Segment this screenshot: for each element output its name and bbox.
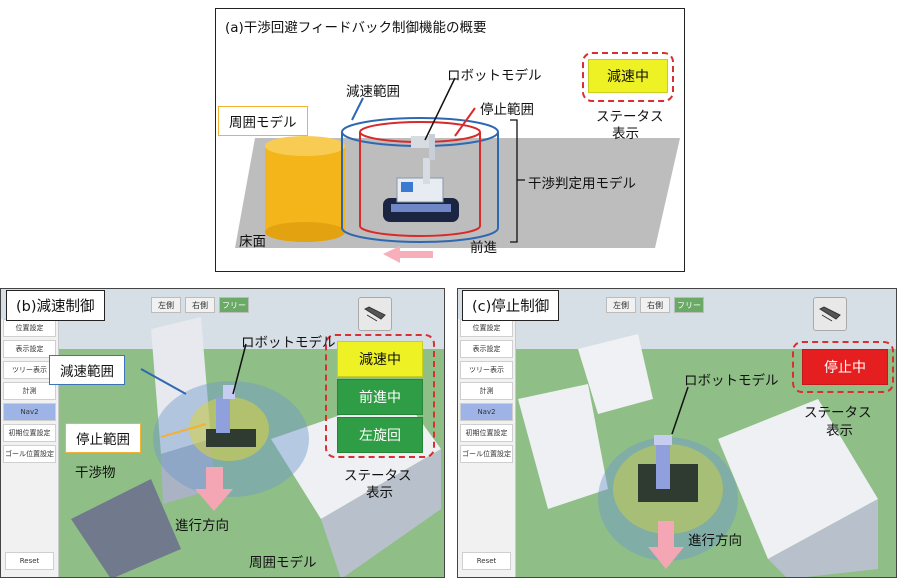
status-decel-b: 減速中	[337, 341, 423, 377]
label-interference-model: 干渉判定用モデル	[528, 176, 636, 192]
sidebar-item-measure[interactable]: 計測	[460, 382, 513, 400]
reset-button-c[interactable]: Reset	[462, 552, 511, 570]
label-surrounding-model-a: 周囲モデル	[218, 106, 308, 136]
camera-button-c[interactable]	[813, 297, 847, 331]
tabbar-b: 左側 右側 フリー	[151, 297, 249, 313]
label-robot-model-c: ロボットモデル	[684, 373, 779, 389]
interference-bracket	[510, 119, 525, 243]
sidebar-item-goal-pose[interactable]: ゴール位置設定	[3, 445, 56, 463]
label-obstacle-b: 干渉物	[75, 465, 116, 481]
stop-pointer	[454, 107, 476, 137]
tab-right-b[interactable]: 右側	[185, 297, 215, 313]
label-decel-range-a: 減速範囲	[346, 84, 400, 100]
robot-pointer	[424, 77, 456, 141]
tab-free-c[interactable]: フリー	[674, 297, 704, 313]
label-surrounding-model-b: 周囲モデル	[249, 555, 317, 571]
status-caption-a1: ステータス	[596, 109, 664, 125]
panel-c-title: (c)停止制御	[462, 290, 560, 321]
forward-arrow	[383, 246, 433, 263]
sidebar-c: 位置設定 表示設定 ツリー表示 計測 Nav2 初期位置設定 ゴール位置設定 R…	[458, 319, 516, 577]
label-direction-c: 進行方向	[688, 533, 742, 549]
surrounding-cylinder	[265, 136, 345, 242]
status-caption-a2: 表示	[612, 126, 639, 142]
panel-b-title: (b)減速制御	[6, 290, 105, 321]
status-dashed-box-b	[325, 334, 435, 458]
tab-free-b[interactable]: フリー	[219, 297, 249, 313]
sidebar-item-initial-pose[interactable]: 初期位置設定	[460, 424, 513, 442]
sidebar-item-position[interactable]: 位置設定	[460, 319, 513, 337]
sidebar-item-initial-pose[interactable]: 初期位置設定	[3, 424, 56, 442]
sidebar-item-nav2[interactable]: Nav2	[3, 403, 56, 421]
camera-icon	[363, 306, 386, 322]
sidebar-item-display[interactable]: 表示設定	[3, 340, 56, 358]
status-stop-c: 停止中	[802, 349, 888, 385]
sidebar-item-position[interactable]: 位置設定	[3, 319, 56, 337]
camera-button-b[interactable]	[358, 297, 392, 331]
status-forward-b: 前進中	[337, 379, 423, 415]
sidebar-item-nav2[interactable]: Nav2	[460, 403, 513, 421]
floor-plane	[235, 138, 680, 248]
status-badge-decel-a: 減速中	[588, 59, 668, 93]
tab-left-c[interactable]: 左側	[606, 297, 636, 313]
camera-icon	[818, 306, 841, 322]
label-decel-range-b: 減速範囲	[49, 355, 125, 385]
label-stop-range-b: 停止範囲	[65, 423, 141, 453]
status-caption-c2: 表示	[826, 423, 853, 439]
status-dashed-box-c	[792, 341, 894, 393]
deceleration-cylinder	[341, 117, 499, 243]
status-caption-b2: 表示	[366, 485, 393, 501]
status-dashed-box-a	[582, 52, 674, 102]
label-floor: 床面	[239, 234, 266, 250]
sidebar-item-measure[interactable]: 計測	[3, 382, 56, 400]
panel-a-title: (a)干渉回避フィードバック制御機能の概要	[225, 20, 487, 36]
sidebar-item-tree[interactable]: ツリー表示	[460, 361, 513, 379]
tabbar-c: 左側 右側 フリー	[606, 297, 704, 313]
label-forward: 前進	[470, 240, 497, 256]
sidebar-item-display[interactable]: 表示設定	[460, 340, 513, 358]
direction-arrow-c	[648, 521, 684, 569]
reset-button-b[interactable]: Reset	[5, 552, 54, 570]
status-caption-c1: ステータス	[804, 405, 872, 421]
label-robot-model-a: ロボットモデル	[447, 68, 542, 84]
label-stop-range-a: 停止範囲	[480, 102, 534, 118]
label-direction-b: 進行方向	[175, 518, 229, 534]
status-caption-b1: ステータス	[344, 468, 412, 484]
robot-model	[383, 134, 459, 222]
direction-arrow-b	[195, 467, 233, 511]
tab-left-b[interactable]: 左側	[151, 297, 181, 313]
label-robot-model-b: ロボットモデル	[241, 335, 336, 351]
panel-a-drawing	[235, 77, 680, 263]
panel-b-scene: 位置設定 表示設定 ツリー表示 計測 Nav2 初期位置設定 ゴール位置設定 R…	[0, 288, 445, 578]
scene-c-drawing	[458, 289, 896, 577]
tab-right-c[interactable]: 右側	[640, 297, 670, 313]
decel-pointer	[351, 97, 364, 121]
panel-c-scene: 位置設定 表示設定 ツリー表示 計測 Nav2 初期位置設定 ゴール位置設定 R…	[457, 288, 897, 578]
status-left-turn-b: 左旋回	[337, 417, 423, 453]
sidebar-item-goal-pose[interactable]: ゴール位置設定	[460, 445, 513, 463]
